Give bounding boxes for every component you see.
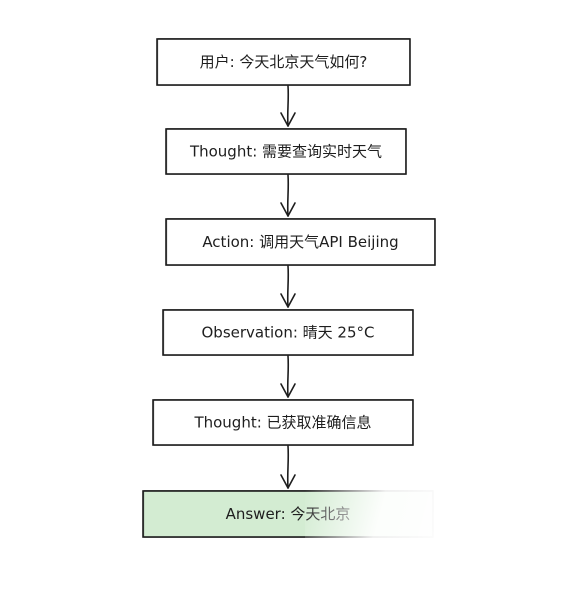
node-box-thought2: [152, 399, 414, 446]
node-observation: Observation: 晴天 25°C: [162, 309, 414, 356]
edge-arrow-4: [280, 355, 296, 398]
node-box-thought1: [165, 128, 407, 175]
node-action: Action: 调用天气API Beijing: [165, 218, 436, 266]
node-thought2: Thought: 已获取准确信息: [152, 399, 414, 446]
node-box-observation: [162, 309, 414, 356]
node-label-user: 用户: 今天北京天气如何?: [200, 53, 368, 71]
node-label-answer: Answer: 今天北京: [226, 505, 351, 523]
node-user: 用户: 今天北京天气如何?: [156, 38, 411, 86]
node-sketch-action: [166, 218, 435, 266]
node-label-thought2: Thought: 已获取准确信息: [193, 414, 371, 432]
node-label-action: Action: 调用天气API Beijing: [202, 233, 398, 251]
node-sketch-thought1: [166, 128, 406, 175]
node-sketch-user: [157, 38, 410, 86]
node-box-action: [165, 218, 436, 266]
node-label-thought1: Thought: 需要查询实时天气: [189, 143, 382, 161]
node-thought1: Thought: 需要查询实时天气: [165, 128, 407, 175]
edge-arrow-5: [280, 445, 296, 489]
edge-arrow-2: [280, 174, 296, 217]
node-label-observation: Observation: 晴天 25°C: [202, 324, 375, 342]
edge-arrow-1: [280, 85, 296, 127]
node-box-user: [156, 38, 411, 86]
edge-arrow-3: [280, 265, 296, 308]
node-answer: Answer: 今天北京: [142, 490, 434, 538]
node-sketch-thought2: [153, 399, 413, 446]
node-sketch-observation: [163, 309, 413, 356]
